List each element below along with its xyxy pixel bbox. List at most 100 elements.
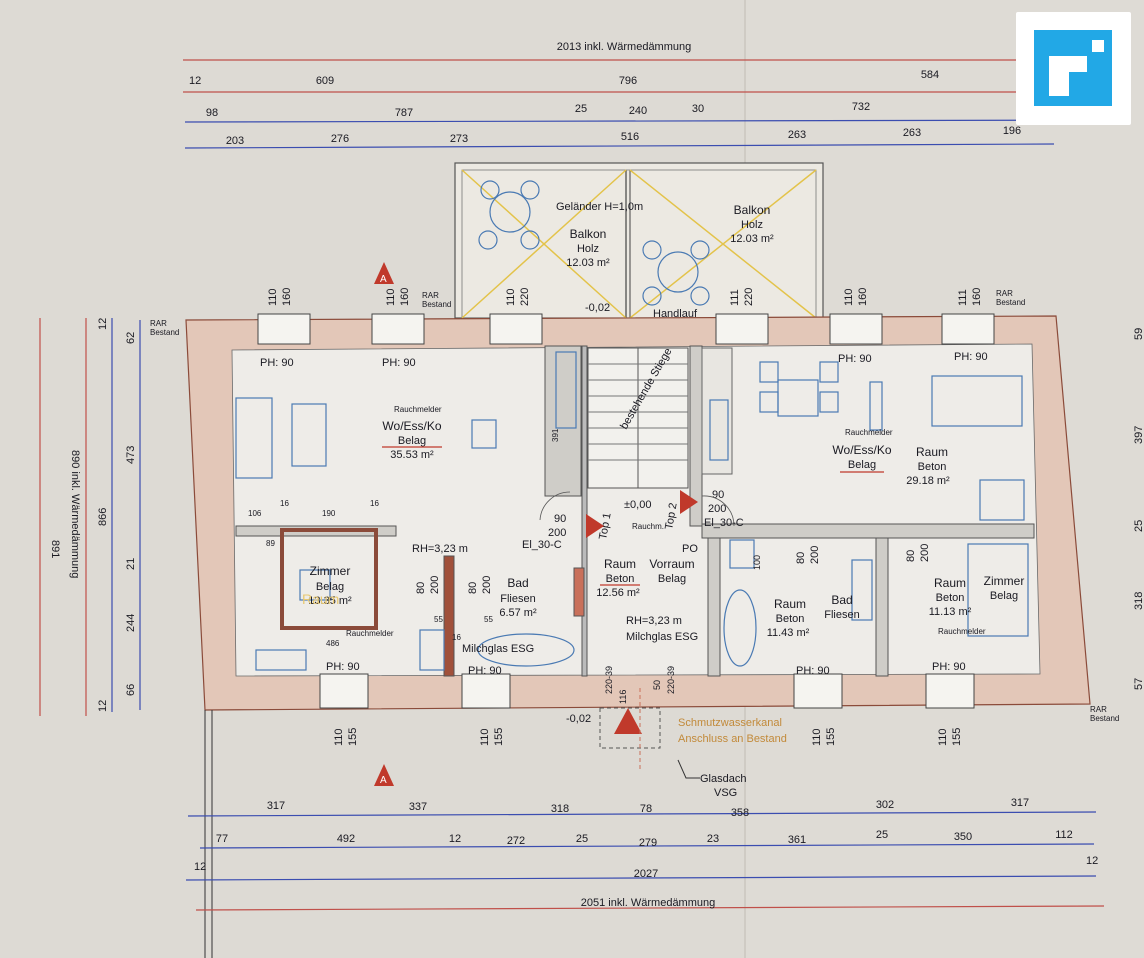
dim-text: 78 <box>640 803 652 815</box>
bad-left-name: Bad <box>507 576 528 590</box>
ph-label: PH: 90 <box>260 357 294 369</box>
rar-label: Bestand <box>422 300 451 309</box>
room-labels: Rauchmelder Wo/Ess/Ko Belag 35.53 m² Rau… <box>302 405 1024 655</box>
el-label: El_30-C <box>522 539 562 551</box>
wohn-right-type: Belag <box>848 459 876 471</box>
inner-width-label: 2027 <box>634 868 658 880</box>
total-bottom-label: 2051 inkl. Wärmedämmung <box>581 897 716 909</box>
dim-text: 12 <box>1086 855 1098 867</box>
dim-text: 796 <box>619 75 637 87</box>
dim-text: 25 <box>1133 520 1144 532</box>
staircase: bestehende Stiege <box>587 346 689 489</box>
dim-text: 361 <box>788 834 806 846</box>
balcony: Geländer H=1,0m Balkon Holz 12.03 m² Bal… <box>454 162 824 335</box>
dim-text: 516 <box>621 131 639 143</box>
dim-text: 80 <box>415 582 427 594</box>
dim-text: 155 <box>493 728 505 746</box>
left-total-2: 890 inkl. Wärmedämmung <box>69 450 81 578</box>
dim-text: 190 <box>322 509 336 518</box>
dim-text: 358 <box>731 807 749 819</box>
glasdach-label-1: Glasdach <box>700 773 746 785</box>
dim-text: 30 <box>692 103 704 115</box>
interior-dims: 106 16 190 16 89 486 55 55 16 100 391 11… <box>248 428 762 704</box>
balcony-right-type: Holz <box>741 219 763 231</box>
ph-label: PH: 90 <box>838 353 872 365</box>
left-total-1: 891 <box>49 540 61 558</box>
dim-text: 66 <box>125 684 137 696</box>
ph-label: PH: 90 <box>954 351 988 363</box>
vorraum-area: 12.56 m² <box>596 587 640 599</box>
wohn-right-name: Wo/Ess/Ko <box>832 443 891 457</box>
dim-text: 111 <box>957 289 969 306</box>
left-dimensions: 891 890 inkl. Wärmedämmung 12 866 12 62 … <box>39 318 141 716</box>
dim-text: 584 <box>921 69 939 81</box>
zimmer-right-type: Belag <box>990 590 1018 602</box>
dim-text: 263 <box>903 127 921 139</box>
wohn-right-room: Raum <box>916 445 948 459</box>
dim-text: 110 <box>267 288 279 306</box>
faded-room-label: Raum <box>302 591 339 607</box>
parapet-labels: PH: 90 PH: 90 PH: 90 PH: 90 PH: 90 PH: 9… <box>260 351 988 677</box>
dim-text: 25 <box>576 833 588 845</box>
dim-text: 732 <box>852 101 870 113</box>
dim-text: 12 <box>449 833 461 845</box>
rar-label: RAR <box>150 319 167 328</box>
railing-label: Geländer H=1,0m <box>556 201 643 213</box>
ph-label: PH: 90 <box>932 661 966 673</box>
vorraum-room-type: Beton <box>606 573 635 585</box>
dim-text: 23 <box>707 833 719 845</box>
smoke-label: Rauchmelder <box>394 405 442 414</box>
wohn-left-area: 35.53 m² <box>390 449 434 461</box>
dim-text: 317 <box>267 800 285 812</box>
svg-text:A: A <box>380 274 387 285</box>
level-top: -0,02 <box>585 302 610 314</box>
dim-text: 350 <box>954 831 972 843</box>
rar-label: RAR <box>422 291 439 300</box>
dim-text: 80 <box>905 550 917 562</box>
section-markers: A A <box>374 262 698 786</box>
el-label: El_30-C <box>704 517 744 529</box>
kanal-label-2: Anschluss an Bestand <box>678 733 787 745</box>
brand-logo <box>1016 12 1131 125</box>
balcony-left-type: Holz <box>577 243 599 255</box>
vorraum-type: Belag <box>658 573 686 585</box>
dim-text: 244 <box>125 614 137 632</box>
zimmer-left-area: 13.35 m² <box>308 595 352 607</box>
balcony-right-area: 12.03 m² <box>730 233 774 245</box>
vorraum-room: Raum <box>604 557 636 571</box>
kanal-label-1: Schmutzwasserkanal <box>678 717 782 729</box>
window-bottom-labels: 110 155 110 155 110 155 110 155 <box>333 728 963 746</box>
dim-text: 203 <box>226 135 244 147</box>
top1-label: Top 1 <box>597 512 613 541</box>
dim-text: 220-39 <box>666 666 676 694</box>
dim-text: 160 <box>281 288 293 306</box>
smoke-label: Rauchmelder <box>938 627 986 636</box>
bad-right-room: Raum <box>774 597 806 611</box>
balcony-left-area: 12.03 m² <box>566 257 610 269</box>
dim-text: 98 <box>206 107 218 119</box>
zimmer-right-room-type: Beton <box>936 592 965 604</box>
zimmer-right-name: Zimmer <box>984 574 1025 588</box>
dim-text: 155 <box>951 728 963 746</box>
dim-text: 200 <box>548 527 566 539</box>
dim-text: 57 <box>1133 678 1144 690</box>
rh-label: RH=3,23 m <box>412 543 468 555</box>
dim-text: 155 <box>347 728 359 746</box>
dim-text: 110 <box>505 288 517 306</box>
right-dimensions: 59 397 25 318 57 <box>1133 328 1144 690</box>
handrail-label: Handlauf <box>653 308 698 320</box>
dim-text: 111 <box>729 289 741 306</box>
zimmer-right-room: Raum <box>934 576 966 590</box>
rar-label: RAR <box>996 289 1013 298</box>
dim-text: 25 <box>876 829 888 841</box>
dim-text: 110 <box>385 288 397 306</box>
dim-text: 200 <box>481 576 493 594</box>
dim-text: 160 <box>857 288 869 306</box>
smoke-label: Rauchmelder <box>346 629 394 638</box>
po-label: PO <box>682 543 698 555</box>
smoke-label: Rauchmelder <box>845 428 893 437</box>
bad-right-area: 11.43 m² <box>767 627 810 639</box>
balcony-right-name: Balkon <box>734 203 771 217</box>
dim-text: 106 <box>248 509 262 518</box>
dim-text: 200 <box>708 503 726 515</box>
